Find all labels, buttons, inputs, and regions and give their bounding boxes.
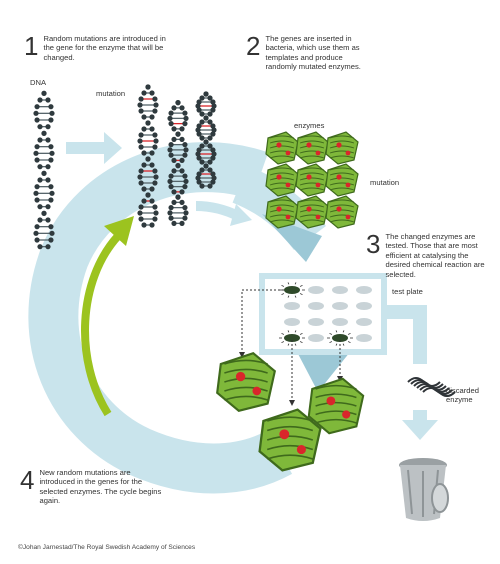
discarded-enzyme-icon [407,377,456,397]
test-well [356,318,372,326]
test-well [308,318,324,326]
enzyme-2 [295,131,329,165]
dna-mutated-3 [195,91,217,189]
arrow-dna-to-mutated [66,132,122,164]
enzyme-9 [325,195,359,229]
step-3-number: 3 [366,229,381,259]
step-1: 1 Random mutations are introduced in the… [24,31,174,62]
dna-mutated-1 [137,84,159,228]
enzyme-5 [295,163,329,197]
selected-well [284,334,300,342]
enzyme-3 [325,131,359,165]
enzyme-1 [265,131,299,165]
test-well [284,302,300,310]
selected-enzyme-3 [307,377,365,435]
dna-strands [33,84,217,250]
step-1-number: 1 [24,31,39,61]
test-well [284,318,300,326]
step-4-number: 4 [20,465,35,495]
selected-enzyme-2 [258,408,322,472]
test-well [332,318,348,326]
trash-can-icon [399,458,449,521]
step-4-text: New random mutations are introduced in t… [39,468,162,506]
enzyme-7 [265,195,299,229]
enzyme-4 [265,163,299,197]
test-well [332,302,348,310]
test-well [356,302,372,310]
step-2-text: The genes are inserted in bacteria, whic… [265,34,361,72]
step-3-text: The changed enzymes are tested. Those th… [385,232,485,279]
dna-original [33,90,55,250]
arrow-plate-to-discarded [384,305,438,440]
step-2: 2 The genes are inserted in bacteria, wh… [246,31,376,72]
test-well [332,286,348,294]
selected-enzymes [216,351,365,472]
enzyme-8 [295,195,329,229]
selection-arrows [241,289,341,400]
test-well [356,334,372,342]
selected-enzyme-1 [216,351,276,412]
step-4: 4 New random mutations are introduced in… [20,465,168,506]
step-1-text: Random mutations are introduced in the g… [43,34,166,62]
label-mutation-dna: mutation [96,89,126,98]
step-2-number: 2 [246,31,261,61]
test-well [308,302,324,310]
test-well [308,334,324,342]
image-credit: ©Johan Jarnestad/The Royal Swedish Acade… [18,544,196,551]
label-enzymes: enzymes [294,121,325,130]
selected-well [284,286,300,294]
selected-well [332,334,348,342]
enzyme-6 [325,163,359,197]
arrow-dna-to-enzymes [195,201,252,226]
test-plate [259,273,387,355]
label-dna: DNA [30,78,47,87]
label-test-plate: test plate [392,287,423,296]
step-3: 3 The changed enzymes are tested. Those … [366,229,492,279]
label-mutation-enzyme: mutation [370,178,400,187]
plate-shadow [296,350,350,392]
dna-mutated-2 [167,100,189,226]
label-discarded: discarded enzyme [446,386,479,404]
mutated-enzymes [265,131,359,229]
test-well [356,286,372,294]
lime-cycle-arrow [81,216,134,417]
test-well [308,286,324,294]
